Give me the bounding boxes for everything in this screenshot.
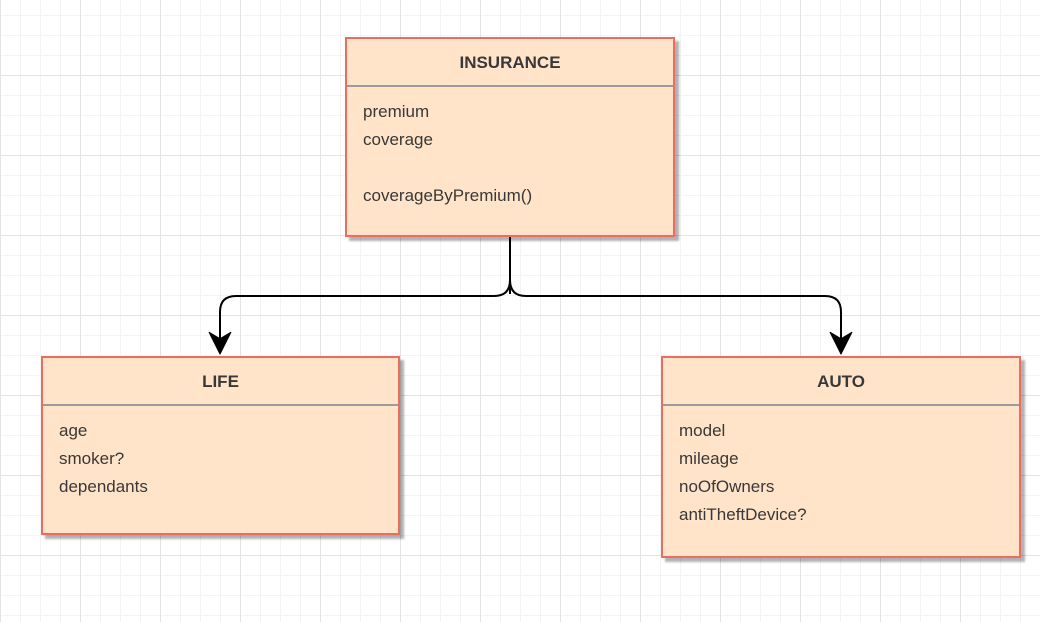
class-title-life: LIFE xyxy=(43,358,398,406)
class-box-auto[interactable]: AUTO model mileage noOfOwners antiTheftD… xyxy=(661,356,1021,558)
class-body-insurance: premium coverage coverageByPremium() xyxy=(347,87,673,210)
attribute-smoker: smoker? xyxy=(59,449,125,468)
attribute-no-of-owners: noOfOwners xyxy=(679,477,775,496)
class-box-insurance[interactable]: INSURANCE premium coverage coverageByPre… xyxy=(345,37,675,237)
attribute-age: age xyxy=(59,421,88,440)
method-coverage-by-premium: coverageByPremium() xyxy=(363,186,533,205)
attribute-dependants: dependants xyxy=(59,477,148,496)
attribute-anti-theft-device: antiTheftDevice? xyxy=(679,505,807,524)
attribute-coverage: coverage xyxy=(363,130,433,149)
class-box-life[interactable]: LIFE age smoker? dependants xyxy=(41,356,400,535)
class-body-auto: model mileage noOfOwners antiTheftDevice… xyxy=(663,406,1019,529)
class-title-auto: AUTO xyxy=(663,358,1019,406)
blank-row xyxy=(363,154,657,182)
attribute-mileage: mileage xyxy=(679,449,739,468)
connector-insurance-to-auto[interactable] xyxy=(509,279,853,355)
attribute-premium: premium xyxy=(363,102,430,121)
connector-insurance-to-life[interactable] xyxy=(208,279,511,355)
class-body-life: age smoker? dependants xyxy=(43,406,398,501)
class-title-insurance: INSURANCE xyxy=(347,39,673,87)
attribute-model: model xyxy=(679,421,726,440)
